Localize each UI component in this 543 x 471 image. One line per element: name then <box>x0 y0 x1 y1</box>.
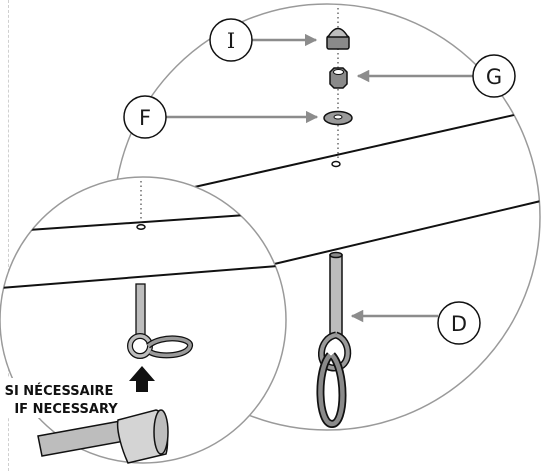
washer-part <box>323 110 353 126</box>
page-margin-rule <box>8 0 9 471</box>
callout-g: G <box>472 54 516 98</box>
small-beam-bottom-edge <box>0 264 286 289</box>
callout-f-label: F <box>139 106 151 130</box>
callout-d-label: D <box>451 312 467 336</box>
note-line-en: IF NECESSARY <box>14 402 118 417</box>
small-beam-hole <box>136 224 146 230</box>
eye-bolt-part <box>316 251 352 429</box>
callout-g-label: G <box>486 65 502 89</box>
beam-hole <box>331 160 341 168</box>
hammer-icon <box>37 409 169 464</box>
callout-f: F <box>123 95 167 139</box>
hex-nut-part <box>329 67 348 89</box>
callout-d: D <box>437 301 481 345</box>
note-backdrop <box>0 378 122 418</box>
installed-eye-bolt <box>127 283 193 359</box>
beam-bottom-edge <box>269 199 540 266</box>
up-arrow-icon <box>129 366 155 392</box>
cap-nut-part <box>326 27 350 50</box>
note-line-fr: SI NÉCESSAIRE <box>5 383 114 399</box>
callout-i: I <box>209 18 253 62</box>
beam-top-edge <box>189 107 540 189</box>
callout-i-label: I <box>227 29 235 53</box>
